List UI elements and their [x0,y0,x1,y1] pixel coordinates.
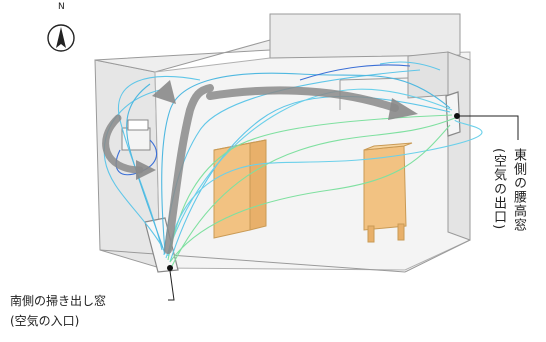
arrowhead-circulation [136,160,156,180]
wall-edge [99,249,406,273]
arrowhead-outflow [388,98,418,120]
furniture-right [363,142,413,243]
south-leader-line [168,270,175,301]
arrowhead-up [152,80,176,104]
inflow-arrow [164,84,214,254]
compass-icon [47,24,75,52]
compass-north-label: N [58,2,65,12]
wall-edge [339,77,409,81]
east-leader-line [460,115,519,140]
north-wall-center [269,13,461,59]
circulation-arrow [102,114,144,174]
furniture-left [213,139,267,239]
south-window-marker [167,265,173,271]
wall-edge [404,239,471,273]
east-window-label: 東側の腰高窓 [511,148,526,232]
flow-arrows [102,84,399,254]
south-window-label: 南側の掃き出し窓 [10,294,107,308]
north-wall-right [407,51,449,99]
outflow-arrow [206,86,399,112]
east-window-marker [454,113,460,119]
east-wall [447,51,471,241]
east-window-note: (空気の出口) [491,148,506,231]
south-window-note: (空気の入口) [10,314,80,328]
